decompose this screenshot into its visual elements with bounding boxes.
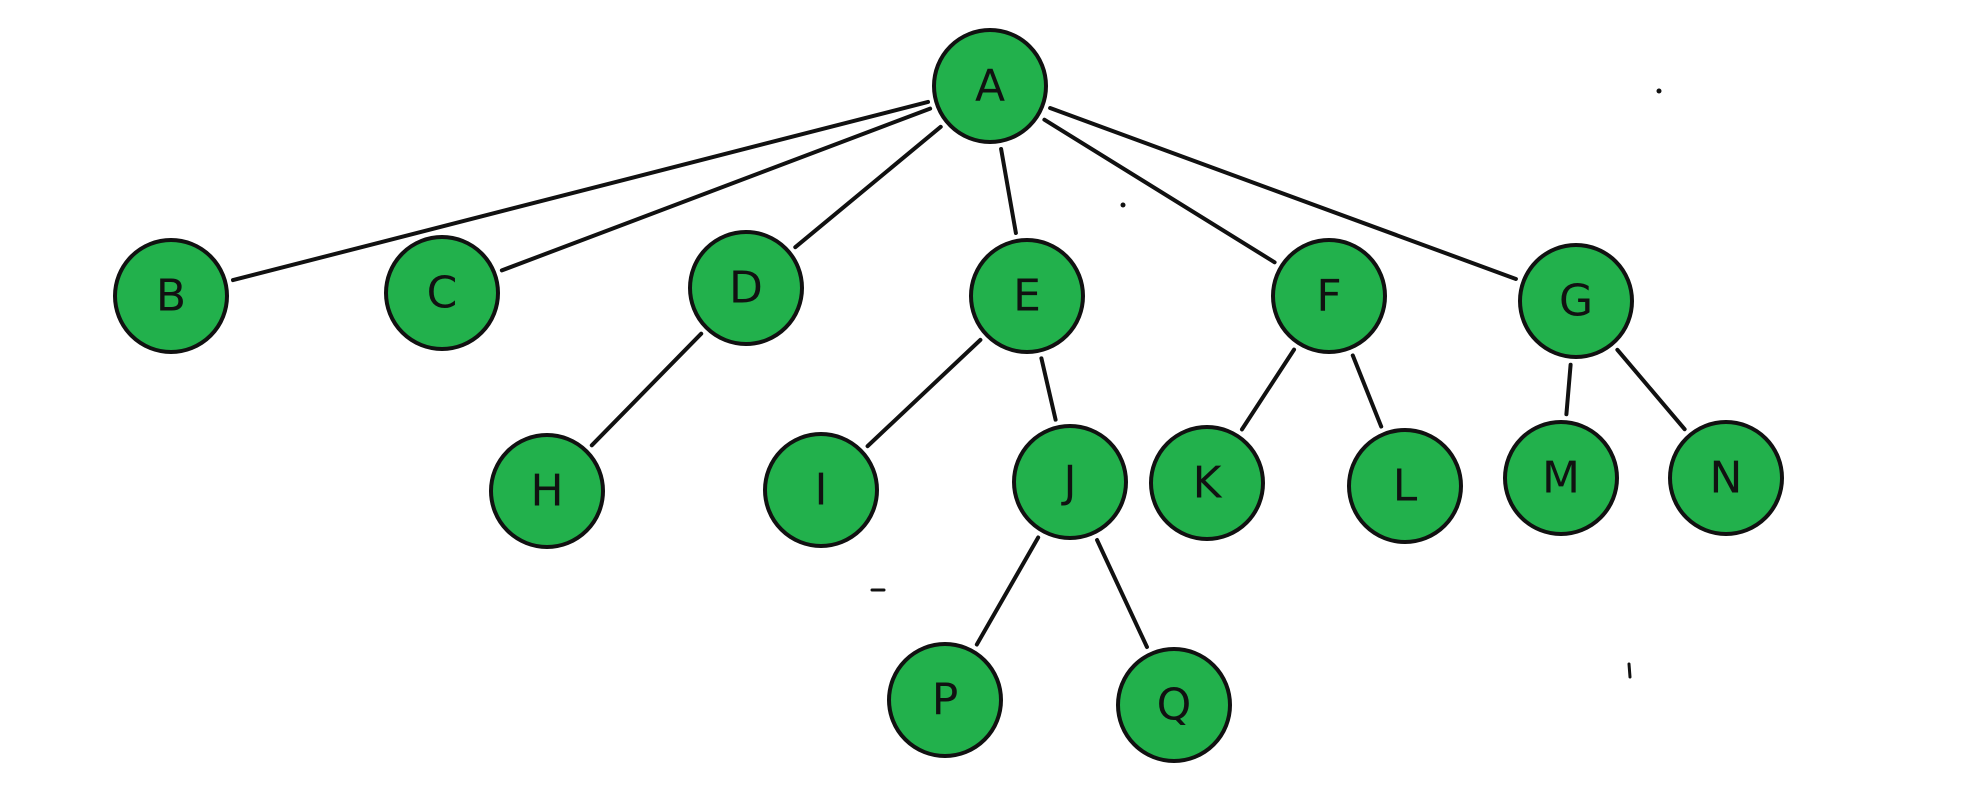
- node-n: N: [1668, 420, 1784, 536]
- edge-a-g: [1048, 106, 1518, 281]
- edges-layer: [230, 99, 1687, 649]
- node-circle: [1503, 420, 1619, 536]
- node-label: A: [975, 61, 1005, 112]
- node-f: F: [1271, 238, 1387, 354]
- node-label: M: [1542, 453, 1580, 504]
- node-label: D: [729, 263, 763, 314]
- edge-a-d: [793, 124, 943, 250]
- node-circle: [384, 235, 500, 351]
- node-label: J: [1061, 457, 1077, 508]
- node-label: L: [1393, 461, 1418, 512]
- node-circle: [932, 28, 1048, 144]
- node-label: C: [427, 268, 458, 319]
- node-label: I: [815, 465, 828, 516]
- edge-d-h: [589, 331, 704, 448]
- node-l: L: [1347, 428, 1463, 544]
- edge-a-f: [1042, 117, 1277, 265]
- node-circle: [763, 432, 879, 548]
- stray-dot: [1120, 202, 1126, 208]
- edge-e-i: [865, 337, 983, 449]
- edge-f-k: [1239, 347, 1297, 432]
- node-label: B: [156, 271, 186, 322]
- node-label: N: [1710, 453, 1743, 504]
- node-label: E: [1013, 271, 1041, 322]
- node-label: F: [1316, 271, 1341, 322]
- node-i: I: [763, 432, 879, 548]
- node-a: A: [932, 28, 1048, 144]
- node-c: C: [384, 235, 500, 351]
- node-label: Q: [1157, 680, 1192, 731]
- node-m: M: [1503, 420, 1619, 536]
- edge-a-e: [999, 147, 1018, 235]
- node-circle: [1347, 428, 1463, 544]
- edge-f-l: [1350, 353, 1384, 429]
- stray-tick: [1627, 662, 1632, 679]
- node-circle: [1116, 647, 1232, 763]
- node-circle: [489, 433, 605, 549]
- node-label: H: [530, 466, 563, 517]
- node-d: D: [688, 230, 804, 346]
- edge-g-n: [1615, 347, 1687, 432]
- node-circle: [1271, 238, 1387, 354]
- stray-dot: [1656, 88, 1662, 94]
- node-h: H: [489, 433, 605, 549]
- node-label: K: [1193, 458, 1223, 509]
- node-k: K: [1149, 425, 1265, 541]
- node-label: G: [1559, 276, 1593, 327]
- node-circle: [1518, 243, 1634, 359]
- edge-j-q: [1095, 538, 1149, 649]
- node-circle: [1668, 420, 1784, 536]
- edge-a-b: [230, 99, 931, 283]
- node-b: B: [113, 238, 229, 354]
- node-p: P: [887, 642, 1003, 758]
- node-circle: [969, 238, 1085, 354]
- node-e: E: [969, 238, 1085, 354]
- node-circle: [1149, 425, 1265, 541]
- stray-marks: [870, 88, 1662, 679]
- edge-e-j: [1039, 356, 1058, 422]
- node-j: J: [1012, 424, 1128, 540]
- node-label: P: [932, 675, 959, 726]
- node-g: G: [1518, 243, 1634, 359]
- edge-j-p: [974, 535, 1041, 647]
- node-circle: [887, 642, 1003, 758]
- edge-a-c: [499, 106, 933, 273]
- nodes-layer: A B C D E F G H I J K L M N P Q: [113, 28, 1784, 763]
- node-circle: [688, 230, 804, 346]
- edge-g-m: [1564, 362, 1573, 417]
- node-q: Q: [1116, 647, 1232, 763]
- node-circle: [113, 238, 229, 354]
- node-circle: [1012, 424, 1128, 540]
